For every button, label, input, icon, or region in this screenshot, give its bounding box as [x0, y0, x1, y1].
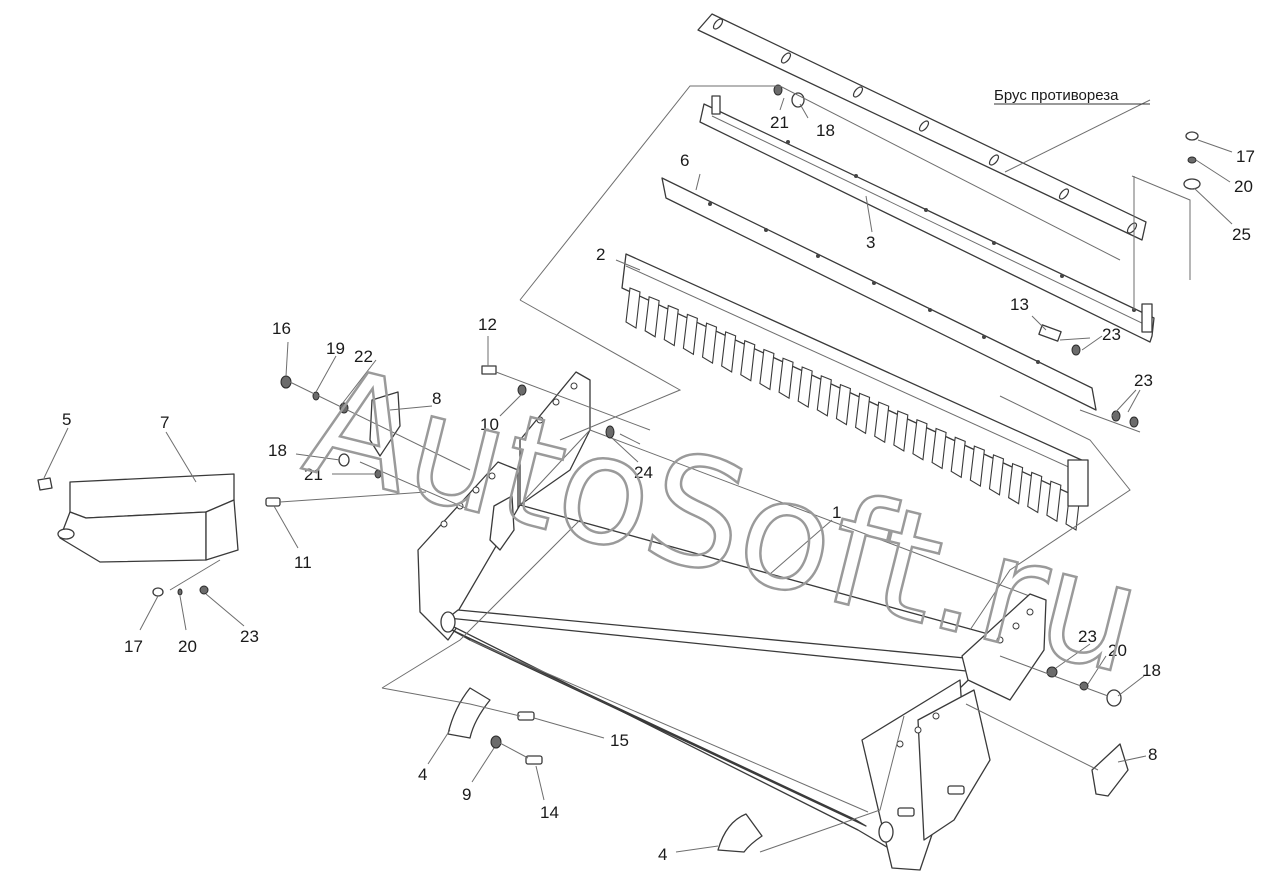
part-3-angle-bar: [699, 95, 1155, 343]
comb-tooth: [1027, 471, 1043, 514]
comb-tooth: [874, 401, 890, 444]
label-3: 3: [866, 233, 875, 252]
label-12: 12: [478, 315, 497, 334]
label-17: 17: [124, 637, 143, 656]
label-15: 15: [610, 731, 629, 750]
label-9: 9: [462, 785, 471, 804]
part-4-shields: [447, 687, 763, 853]
label-20: 20: [178, 637, 197, 656]
counter-knife-bar: [697, 13, 1147, 241]
label-22: 22: [354, 347, 373, 366]
label-7: 7: [160, 413, 169, 432]
part-1-frame: [417, 371, 1047, 871]
label-5: 5: [62, 410, 71, 429]
label-25: 25: [1232, 225, 1251, 244]
label-23: 23: [1078, 627, 1097, 646]
comb-tooth: [644, 296, 660, 338]
label-18: 18: [816, 121, 835, 140]
label-21: 21: [304, 465, 323, 484]
label-4: 4: [418, 765, 427, 784]
comb-tooth: [625, 287, 641, 329]
label-10: 10: [480, 415, 499, 434]
part-6-strip: [661, 177, 1097, 411]
label-1: 1: [832, 503, 841, 522]
part-8-plates: [369, 391, 1129, 797]
label-6: 6: [680, 151, 689, 170]
comb-tooth: [816, 375, 832, 417]
label-20: 20: [1108, 641, 1127, 660]
label-18: 18: [1142, 661, 1161, 680]
part-2-comb: [621, 253, 1089, 531]
bar-caption: Брус противореза: [994, 87, 1119, 104]
label-17: 17: [1236, 147, 1255, 166]
label-19: 19: [326, 339, 345, 358]
comb-tooth: [778, 357, 794, 400]
label-23: 23: [240, 627, 259, 646]
comb-tooth: [663, 304, 679, 347]
label-8: 8: [1148, 745, 1157, 764]
label-4: 4: [658, 845, 667, 864]
part-number-labels: 1 2 3 4 4 5 6 7 8 8 9 10 11 12 13 14 15 …: [62, 113, 1255, 864]
label-2: 2: [596, 245, 605, 264]
comb-tooth: [854, 392, 871, 435]
label-18: 18: [268, 441, 287, 460]
comb-tooth: [797, 366, 813, 408]
comb-tooth: [988, 454, 1005, 496]
comb-tooth: [701, 322, 718, 365]
label-23: 23: [1102, 325, 1121, 344]
label-20: 20: [1234, 177, 1253, 196]
label-24: 24: [634, 463, 653, 482]
label-23: 23: [1134, 371, 1153, 390]
comb-tooth: [759, 348, 775, 391]
comb-tooth: [912, 418, 928, 461]
assembly-lines: [43, 85, 1233, 853]
label-13: 13: [1010, 295, 1029, 314]
comb-tooth: [835, 383, 852, 426]
comb-tooth: [1046, 480, 1062, 523]
comb-tooth: [893, 410, 909, 452]
comb-tooth: [721, 331, 737, 373]
label-16: 16: [272, 319, 291, 338]
comb-tooth: [682, 313, 698, 356]
comb-tooth: [969, 445, 985, 487]
comb-tooth: [740, 339, 756, 382]
label-14: 14: [540, 803, 559, 822]
label-21: 21: [770, 113, 789, 132]
comb-tooth: [1008, 462, 1024, 505]
label-11: 11: [294, 553, 312, 572]
part-7-cover: [57, 473, 239, 563]
comb-tooth: [950, 436, 966, 479]
comb-tooth: [931, 427, 947, 470]
label-8: 8: [432, 389, 441, 408]
